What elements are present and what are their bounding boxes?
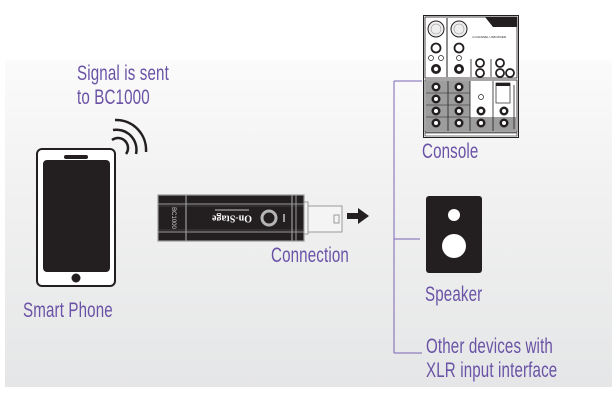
signal-label: Signal is sent to BC1000 bbox=[77, 62, 169, 110]
connector-lines bbox=[393, 80, 422, 354]
mixer-console-icon: 4 CHANNEL USB MIXER bbox=[423, 15, 519, 138]
signal-label-line2: to BC1000 bbox=[77, 86, 150, 109]
other-devices-label: Other devices with XLR input interface bbox=[426, 335, 557, 383]
arrow-right-icon bbox=[347, 208, 369, 224]
other-devices-label-line2: XLR input interface bbox=[426, 359, 558, 382]
adapter-brand-text: On-Stage bbox=[211, 213, 252, 224]
bc1000-adapter-icon: BC1000 On-Stage bbox=[157, 194, 343, 242]
signal-label-line1: Signal is sent bbox=[77, 62, 169, 85]
connection-label: Connection bbox=[271, 244, 349, 267]
other-devices-label-line1: Other devices with bbox=[426, 335, 553, 358]
speaker-label: Speaker bbox=[425, 283, 483, 306]
smart-phone-label: Smart Phone bbox=[23, 299, 113, 322]
smartphone-icon bbox=[36, 148, 116, 287]
speaker-icon bbox=[426, 196, 482, 273]
wireless-signal-icon bbox=[111, 118, 148, 155]
adapter-model-text: BC1000 bbox=[170, 207, 176, 229]
console-title-text: 4 CHANNEL USB MIXER bbox=[472, 35, 507, 39]
console-label: Console bbox=[422, 140, 479, 163]
